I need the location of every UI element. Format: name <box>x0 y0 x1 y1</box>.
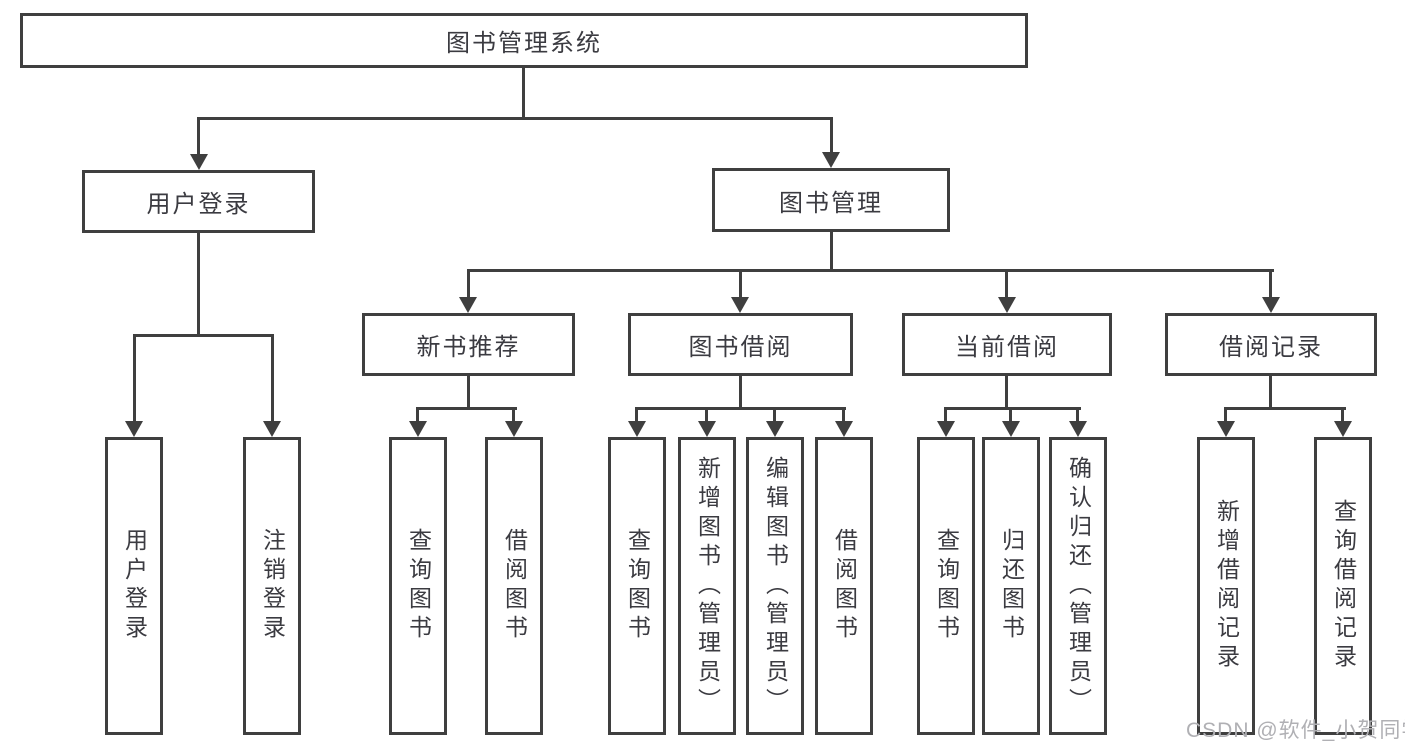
connector <box>1224 407 1346 410</box>
node-label: 图书借阅 <box>688 334 793 361</box>
leaf-borrow-books-recommend: 借阅图书 <box>485 437 543 735</box>
arrow-down-icon <box>1069 421 1087 437</box>
connector <box>416 407 517 410</box>
node-label: 借阅记录 <box>1219 334 1323 361</box>
watermark: CSDN @软件_小贺同学 <box>1186 719 1405 742</box>
arrow-down-icon <box>766 421 784 437</box>
node-current-borrow: 当前借阅 <box>902 313 1112 376</box>
connector <box>739 375 742 409</box>
arrow-down-icon <box>459 297 477 313</box>
arrow-down-icon <box>1217 421 1235 437</box>
arrow-down-icon <box>409 421 427 437</box>
leaf-logout: 注销登录 <box>243 437 301 735</box>
connector <box>944 407 947 423</box>
leaf-add-book-admin: 新增图书（管理员） <box>678 437 736 735</box>
leaf-user-login: 用户登录 <box>105 437 163 735</box>
leaf-label: 查询借阅记录 <box>1330 499 1357 673</box>
leaf-label: 注销登录 <box>259 528 286 644</box>
connector <box>133 334 136 424</box>
connector <box>197 117 200 157</box>
connector <box>197 117 833 120</box>
connector <box>467 375 470 409</box>
arrow-down-icon <box>937 421 955 437</box>
leaf-label: 查询图书 <box>405 528 432 644</box>
arrow-down-icon <box>835 421 853 437</box>
connector <box>705 407 708 423</box>
connector <box>1269 374 1272 409</box>
leaf-label: 确认归还（管理员） <box>1065 455 1092 717</box>
leaf-add-borrow-record: 新增借阅记录 <box>1197 437 1255 735</box>
leaf-label: 新增借阅记录 <box>1213 499 1240 673</box>
node-new-book-recommend: 新书推荐 <box>362 313 575 376</box>
leaf-label: 归还图书 <box>998 528 1025 644</box>
arrow-down-icon <box>1262 297 1280 313</box>
arrow-down-icon <box>698 421 716 437</box>
leaf-label: 新增图书（管理员） <box>694 455 721 717</box>
node-borrow-records: 借阅记录 <box>1165 313 1377 376</box>
leaf-label: 借阅图书 <box>501 528 528 644</box>
node-label: 用户登录 <box>146 191 251 218</box>
arrow-down-icon <box>125 421 143 437</box>
connector <box>416 407 419 423</box>
arrow-down-icon <box>190 154 208 170</box>
connector <box>197 232 200 336</box>
node-book-management: 图书管理 <box>712 168 950 232</box>
leaf-return-book: 归还图书 <box>982 437 1040 735</box>
leaf-query-borrow-record: 查询借阅记录 <box>1314 437 1372 735</box>
leaf-label: 编辑图书（管理员） <box>762 455 789 717</box>
leaf-edit-book-admin: 编辑图书（管理员） <box>746 437 804 735</box>
connector <box>1341 407 1344 423</box>
arrow-down-icon <box>998 297 1016 313</box>
node-label: 当前借阅 <box>955 334 1059 361</box>
node-user-login: 用户登录 <box>82 170 315 233</box>
connector <box>1005 269 1008 299</box>
connector <box>773 407 776 423</box>
connector <box>739 269 742 299</box>
connector <box>830 231 833 272</box>
connector <box>1269 269 1272 299</box>
leaf-borrow-books: 借阅图书 <box>815 437 873 735</box>
connector <box>830 117 833 155</box>
connector <box>635 407 638 423</box>
connector <box>1009 407 1012 423</box>
node-label: 新书推荐 <box>416 334 521 361</box>
arrow-down-icon <box>822 152 840 168</box>
leaf-confirm-return-admin: 确认归还（管理员） <box>1049 437 1107 735</box>
connector <box>467 269 1274 272</box>
leaf-query-books-borrow: 查询图书 <box>608 437 666 735</box>
arrow-down-icon <box>1334 421 1352 437</box>
arrow-down-icon <box>1002 421 1020 437</box>
connector <box>1224 407 1227 423</box>
connector <box>635 407 846 410</box>
leaf-label: 用户登录 <box>121 528 148 644</box>
connector <box>512 407 515 423</box>
connector <box>133 334 274 337</box>
node-library-management-system: 图书管理系统 <box>20 13 1028 68</box>
connector <box>1005 374 1008 409</box>
leaf-label: 查询图书 <box>933 528 960 644</box>
connector <box>842 407 845 423</box>
node-label: 图书管理系统 <box>446 30 602 57</box>
leaf-query-books-current: 查询图书 <box>917 437 975 735</box>
connector <box>944 407 1081 410</box>
connector <box>467 269 470 299</box>
node-book-borrow: 图书借阅 <box>628 313 853 376</box>
connector <box>522 67 525 119</box>
connector <box>1076 407 1079 423</box>
node-label: 图书管理 <box>779 189 883 217</box>
leaf-query-books-recommend: 查询图书 <box>389 437 447 735</box>
arrow-down-icon <box>731 297 749 313</box>
arrow-down-icon <box>505 421 523 437</box>
arrow-down-icon <box>263 421 281 437</box>
arrow-down-icon <box>628 421 646 437</box>
leaf-label: 查询图书 <box>624 528 651 644</box>
connector <box>271 334 274 424</box>
leaf-label: 借阅图书 <box>831 528 858 644</box>
